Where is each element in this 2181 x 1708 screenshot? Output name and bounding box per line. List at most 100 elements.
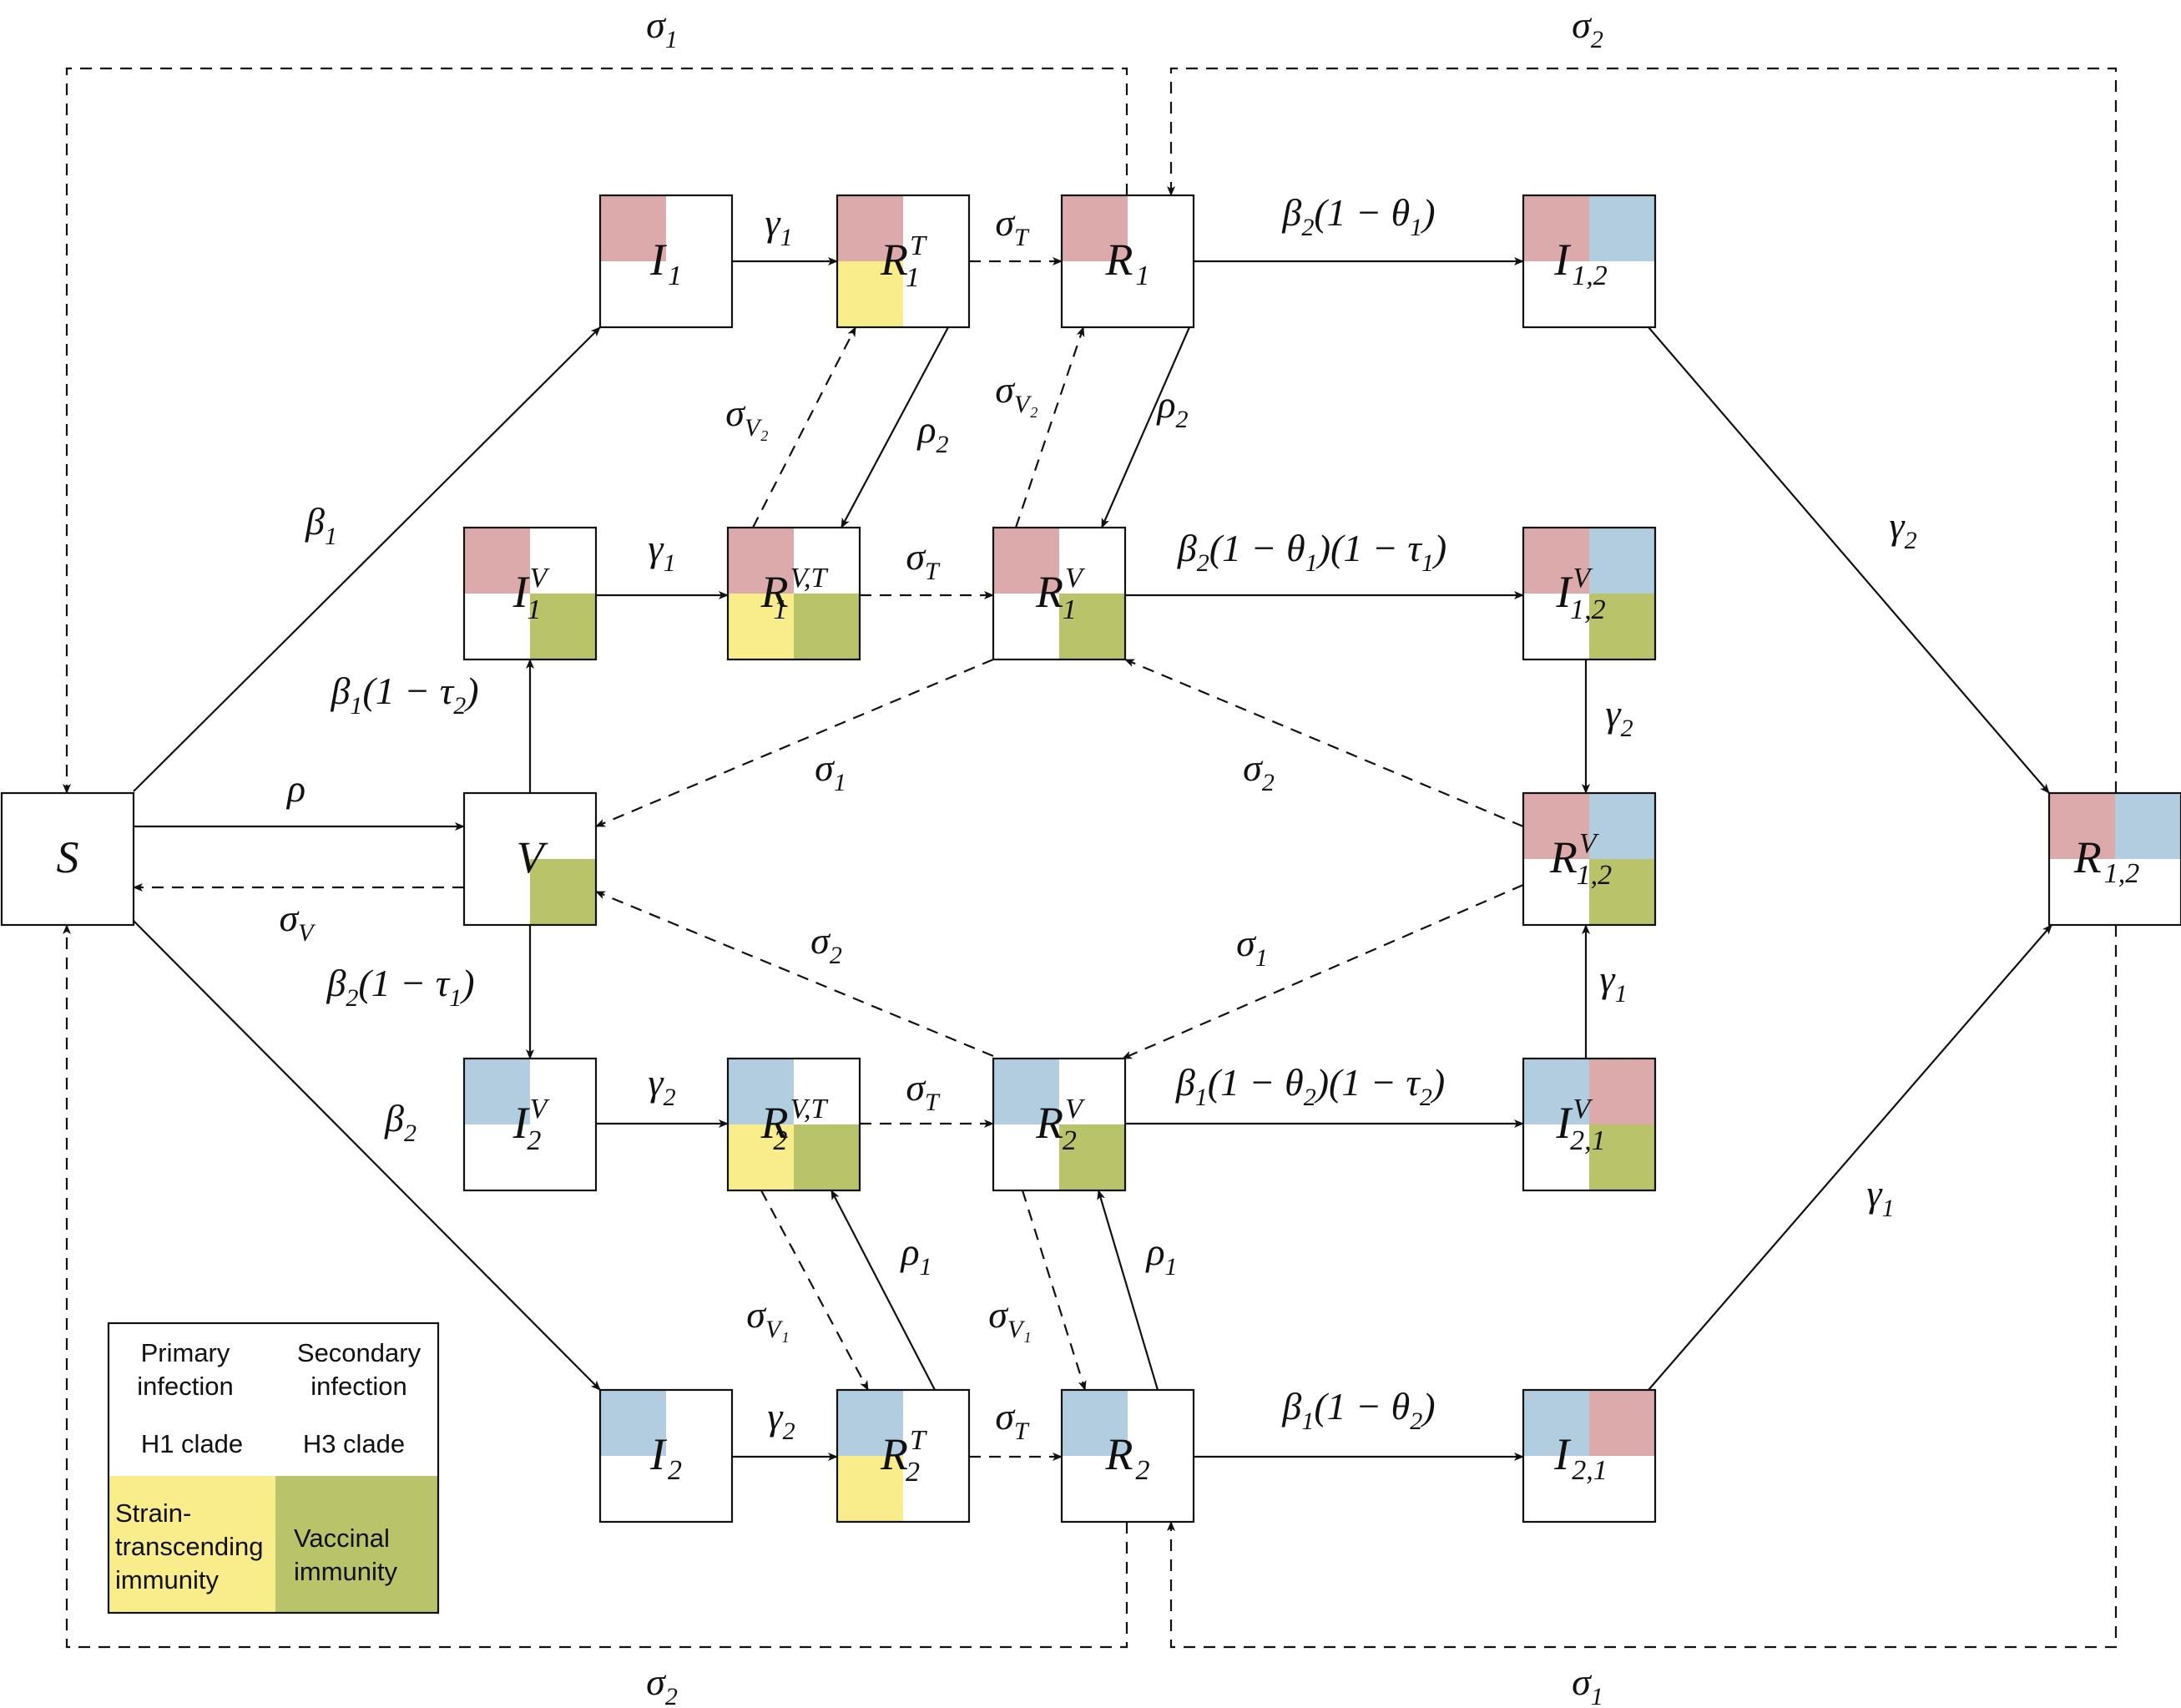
- compartment-V-vaccinal-fill: [530, 859, 596, 925]
- compartment-R1: R1: [1060, 194, 1195, 329]
- rate-label-R2V-R2: σV₁​: [988, 1293, 1031, 1343]
- compartment-R2T-frame: [836, 1388, 971, 1524]
- compartment-R12-h3-fill: [2115, 793, 2181, 859]
- rate-label-R2VT-R2T: σV₁​: [746, 1293, 789, 1343]
- compartment-R2VT-frame: [726, 1057, 861, 1192]
- compartment-S: S: [0, 791, 135, 927]
- compartment-I12-h3-fill: [1589, 195, 1655, 261]
- arrow-R2-R2V: [1097, 1190, 1159, 1391]
- rate-label-R2V-V: σ2​: [810, 919, 842, 969]
- arrow-R2V-V: [595, 890, 994, 1058]
- arrow-R12V-R1V: [1124, 658, 1524, 828]
- compartment-I2-h3-fill: [600, 1390, 666, 1456]
- compartment-V-label: V: [517, 832, 549, 882]
- compartment-I21V-h1-fill: [1589, 1059, 1655, 1124]
- legend-h3-label: H3 clade: [303, 1429, 405, 1458]
- rate-label-I2V-R2VT: γ2​: [648, 1061, 675, 1111]
- compartment-I12V-frame: [1522, 526, 1657, 661]
- rate-label-R2T-R2: σT​: [995, 1395, 1030, 1445]
- rate-label-top-right: σ2​: [1572, 3, 1603, 53]
- arrow-top-left: [63, 67, 1128, 794]
- rate-label-I12-R12: γ2​: [1889, 504, 1916, 554]
- arrow-R1V-R1: [1014, 326, 1085, 528]
- compartment-R2V-h3-fill: [993, 1059, 1059, 1124]
- compartment-R1T-frame: [836, 194, 971, 329]
- compartment-R2T-h3-fill: [837, 1390, 903, 1456]
- compartment-R1VT-frame: [726, 526, 861, 661]
- arrow-R2VT-R2T: [760, 1190, 869, 1391]
- rate-label-R1V-R1: σV₂​: [995, 368, 1037, 418]
- compartment-I21-label: I2,1: [1553, 1429, 1607, 1486]
- arrow-R1-R1V: [1100, 326, 1191, 528]
- rate-label-R2T-R2VT: ρ1​: [899, 1230, 931, 1281]
- compartment-R2VT-strain-fill: [728, 1124, 794, 1190]
- arrow-S-I2: [133, 920, 601, 1391]
- compartment-I12-h1-fill: [1523, 195, 1589, 261]
- compartment-I12-frame: [1522, 194, 1657, 329]
- compartment-R12-frame: [2047, 791, 2181, 927]
- compartment-R1VT-vaccinal-fill: [794, 594, 860, 659]
- compartment-R1-frame: [1060, 194, 1195, 329]
- compartment-I2V-frame: [462, 1057, 598, 1192]
- compartment-I1-frame: [598, 194, 734, 329]
- legend: Primary infection Secondary infection H1…: [107, 1321, 440, 1615]
- compartment-I12: I1,2: [1522, 194, 1657, 329]
- compartment-I21: I2,1: [1522, 1388, 1657, 1524]
- compartment-R12: R1,2: [2047, 791, 2181, 927]
- legend-secondary-line2: infection: [310, 1372, 406, 1401]
- rate-label-R1V-I12V: β2​(1 − θ1​)(1 − τ1​): [1177, 527, 1446, 577]
- rate-label-R1-I12: β2​(1 − θ1​): [1281, 191, 1435, 241]
- compartment-I1V-vaccinal-fill: [530, 594, 596, 659]
- compartment-R12V-h1-fill: [1523, 793, 1589, 859]
- rate-labels: ρσV​β1​β2​β1​(1 − τ2​)β2​(1 − τ1​)γ1​σT​…: [279, 3, 1916, 1708]
- compartment-I21V-vaccinal-fill: [1589, 1124, 1655, 1190]
- rate-label-V-S: σV​: [279, 897, 316, 947]
- arrow-R2V-R2: [1021, 1190, 1087, 1391]
- compartment-R1V-h1-fill: [993, 528, 1059, 594]
- arrow-R1VT-R1T: [752, 326, 856, 528]
- compartment-R2VT-h3-fill: [728, 1059, 794, 1124]
- compartment-R1VT-h1-fill: [728, 528, 794, 594]
- legend-h1-label: H1 clade: [141, 1429, 243, 1458]
- legend-strain-line2: transcending: [115, 1532, 264, 1561]
- compartment-R2V-vaccinal-fill: [1059, 1124, 1125, 1190]
- compartment-R12V-h3-fill: [1589, 793, 1655, 859]
- compartment-R1-h1-fill: [1062, 195, 1128, 261]
- legend-strain-line3: immunity: [115, 1565, 220, 1594]
- compartment-R1VT-strain-fill: [728, 594, 794, 659]
- compartment-R2-h3-fill: [1062, 1390, 1128, 1456]
- compartment-R2T-strain-fill: [837, 1456, 903, 1522]
- rate-label-I12V-R12V: γ2​: [1605, 692, 1633, 742]
- legend-strain-swatch: [109, 1476, 275, 1613]
- legend-vaccinal-swatch: [275, 1476, 438, 1613]
- rate-label-I2-R2T: γ2​: [767, 1395, 795, 1445]
- compartment-I21-frame: [1522, 1388, 1657, 1524]
- compartment-R1T-strain-fill: [837, 261, 903, 327]
- rate-label-I21-R12: γ1​: [1866, 1172, 1894, 1222]
- arrow-I12-R12: [1648, 326, 2050, 794]
- rate-label-V-I2V: β2​(1 − τ1​): [326, 962, 474, 1012]
- arrow-R12V-R2V: [1122, 883, 1524, 1060]
- rate-label-bottom-left: σ2​: [646, 1660, 678, 1708]
- rate-label-R2-I21: β1​(1 − θ2​): [1281, 1385, 1435, 1435]
- arrow-R1T-R1VT: [841, 326, 949, 528]
- rate-label-bottom-right: σ1​: [1572, 1660, 1603, 1708]
- rate-label-R2V-I21V: β1​(1 − θ2​)(1 − τ2​): [1175, 1061, 1445, 1111]
- compartment-I12V-h1-fill: [1523, 528, 1589, 594]
- compartment-R12V-frame: [1522, 791, 1657, 927]
- compartment-V-frame: [462, 791, 598, 927]
- rate-label-R12V-R1V: σ2​: [1243, 746, 1275, 796]
- rate-label-R1T-R1: σT​: [995, 201, 1030, 251]
- compartment-R12-h1-fill: [2049, 793, 2115, 859]
- arrow-bottom-right: [1167, 925, 2118, 1649]
